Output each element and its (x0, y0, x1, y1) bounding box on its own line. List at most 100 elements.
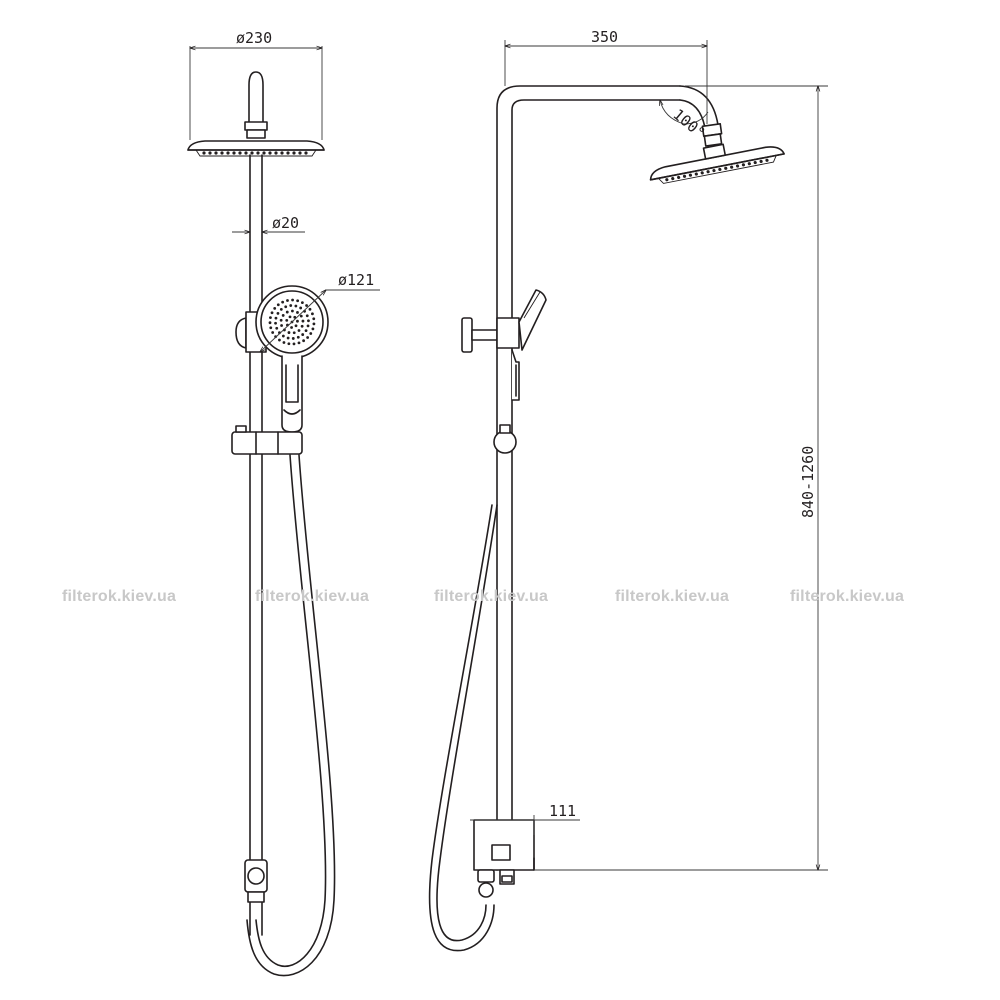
hand-nozzle-dot (285, 310, 289, 314)
side-mixer (473, 819, 535, 898)
hand-nozzle-dot (296, 335, 300, 339)
hand-nozzle-dot (269, 316, 272, 320)
dim-head-diameter-label: ø230 (236, 29, 272, 47)
side-nozzle-dot (700, 171, 704, 175)
hand-nozzle-dot (296, 319, 299, 323)
hand-nozzle-dot (306, 324, 310, 328)
side-nozzle-dot (671, 176, 675, 181)
hand-nozzle-dot (281, 334, 285, 338)
hand-nozzle-dot (291, 298, 294, 302)
side-nozzle-dot (741, 163, 746, 167)
hand-nozzle-dot (302, 339, 306, 343)
dim-rod-diameter-label: ø20 (272, 214, 299, 232)
dim-arm-length-label: 350 (591, 28, 618, 46)
hand-nozzle-dot (291, 337, 295, 340)
hand-nozzle-dot (282, 341, 286, 344)
rain-nozzle-dot (214, 151, 218, 155)
front-view: ø230 ø20 ø121 (187, 29, 380, 977)
dim-height-range-label: 840-1260 (799, 446, 817, 518)
front-rain-nozzles (202, 151, 308, 155)
side-nozzle-dot (747, 162, 751, 166)
side-nozzle-dot (730, 165, 734, 169)
hand-nozzle-dot (273, 307, 277, 310)
rain-nozzle-dot (286, 151, 290, 155)
front-rain-head (187, 140, 325, 157)
side-nozzle-dot (759, 159, 763, 164)
side-slider (493, 424, 517, 454)
dim-head-diameter: ø230 (190, 29, 322, 140)
rain-nozzle-dot (238, 151, 242, 155)
hand-nozzle-dot (305, 304, 308, 307)
rain-nozzle-dot (226, 151, 230, 155)
hand-nozzle-dot (306, 336, 310, 339)
watermark-4: filterok.kiev.ua (615, 588, 730, 605)
hand-nozzle-dot (311, 312, 314, 316)
hand-nozzle-dot (297, 341, 301, 345)
watermark-1: filterok.kiev.ua (62, 588, 177, 605)
dim-arm-length: 350 (505, 28, 707, 124)
hand-nozzle-dot (300, 301, 304, 305)
rain-nozzle-dot (268, 151, 272, 155)
side-nozzle-dot (735, 164, 740, 168)
hand-nozzle-dot (309, 332, 313, 335)
side-nozzle-dot (724, 166, 728, 170)
dim-hand-diameter-label: ø121 (338, 271, 374, 289)
hand-nozzle-dot (308, 307, 312, 311)
dim-arm-angle: 100° (660, 100, 709, 142)
side-nozzle-dot (677, 175, 681, 180)
hand-nozzle-dot (289, 304, 293, 307)
rain-nozzle-dot (292, 151, 296, 155)
side-view: 100° (428, 28, 828, 952)
hand-nozzle-dot (292, 331, 296, 335)
rain-nozzle-dot (220, 151, 224, 155)
hand-nozzle-dot (278, 338, 281, 342)
hand-nozzle-dot (292, 342, 296, 346)
hand-nozzle-dot (294, 304, 298, 308)
hand-nozzle-dot (311, 327, 315, 331)
hand-nozzle-dot (312, 322, 316, 326)
side-rain-nozzles (665, 158, 769, 182)
hand-nozzle-dot (286, 336, 290, 340)
hand-nozzle-dot (299, 306, 303, 310)
side-hose (428, 504, 498, 952)
hand-nozzle-dot (299, 314, 303, 318)
hand-nozzle-dot (287, 342, 291, 346)
hand-nozzle-dot (271, 331, 275, 334)
hand-nozzle-dot (284, 305, 288, 309)
hand-nozzle-dot (285, 318, 289, 322)
side-rod (496, 85, 681, 871)
hand-nozzle-dot (312, 317, 316, 321)
hand-nozzle-dot (286, 299, 289, 302)
side-handshower-holder (461, 317, 520, 353)
dim-hand-diameter: ø121 (260, 271, 380, 352)
watermark-5: filterok.kiev.ua (790, 588, 905, 605)
hand-nozzle-dot (268, 321, 272, 325)
hand-nozzle-dot (296, 311, 299, 314)
front-rod (249, 154, 263, 936)
hand-nozzle-dot (287, 331, 291, 334)
watermark-2: filterok.kiev.ua (255, 588, 370, 605)
front-slider (231, 425, 303, 455)
watermark-3: filterok.kiev.ua (434, 588, 549, 605)
side-nozzle-dot (718, 167, 722, 172)
rain-nozzle-dot (256, 151, 260, 155)
side-nozzle-dot (706, 170, 710, 174)
side-nozzle-dot (712, 168, 716, 173)
hand-nozzle-dot (274, 321, 277, 325)
rain-nozzle-dot (274, 151, 278, 155)
side-arm-bend (679, 85, 723, 147)
side-nozzle-dot (665, 178, 669, 182)
dim-height-range: 840-1260 (534, 86, 828, 870)
dim-mixer-depth-label: 111 (549, 802, 576, 820)
rain-nozzle-dot (232, 151, 236, 155)
rain-nozzle-dot (280, 151, 284, 155)
hand-nozzle-dot (270, 311, 274, 315)
front-hose (246, 454, 336, 977)
hand-nozzle-dot (288, 315, 292, 319)
hand-nozzle-dot (279, 308, 283, 311)
hand-nozzle-dot (296, 299, 300, 303)
hand-nozzle-dot (300, 324, 304, 328)
hand-nozzle-dot (304, 329, 308, 333)
hand-nozzle-dot (281, 314, 285, 317)
